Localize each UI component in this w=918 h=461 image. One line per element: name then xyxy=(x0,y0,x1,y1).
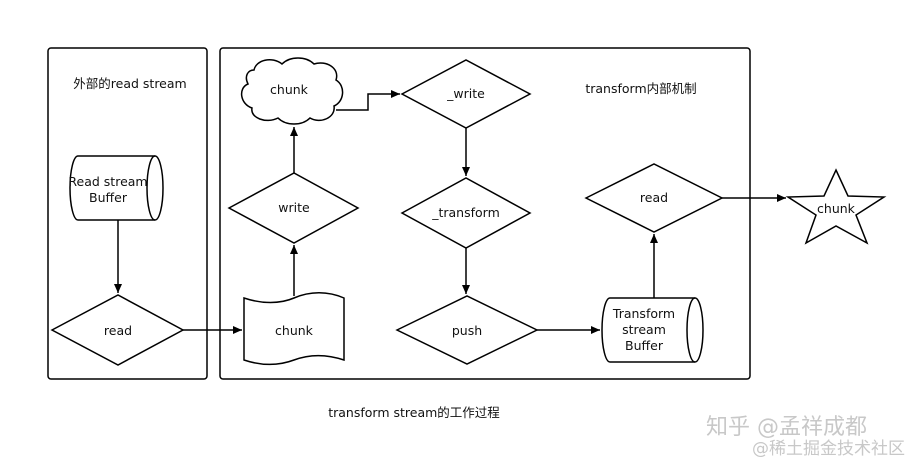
write-node: write xyxy=(227,172,360,244)
watermark-line-2: @稀土掘金技术社区 xyxy=(752,439,905,459)
chunk-star-node: chunk xyxy=(785,168,887,245)
push-label: push xyxy=(452,323,482,338)
left-container-title: 外部的read stream xyxy=(73,76,186,91)
watermark-line-1: 知乎 @孟祥成都 xyxy=(706,415,867,440)
underscore-transform-node: _transform xyxy=(400,177,532,249)
read-left-node: read xyxy=(50,294,185,366)
transform-stream-buffer-node: Transform stream Buffer xyxy=(601,297,704,363)
read-right-label: read xyxy=(640,190,668,205)
chunk-document-node: chunk xyxy=(243,292,345,366)
chunk-star-label: chunk xyxy=(817,201,856,216)
right-container xyxy=(219,47,751,380)
underscore-write-label: _write xyxy=(446,86,485,101)
push-node: push xyxy=(395,295,539,365)
transform-buffer-label-1: Transform xyxy=(612,306,675,321)
read-stream-buffer-node: Read stream Buffer xyxy=(68,155,164,221)
arrow-cloud-to-underscore-write xyxy=(336,90,400,111)
diagram-caption: transform stream的工作过程 xyxy=(328,405,500,420)
right-container-title: transform内部机制 xyxy=(585,81,696,96)
underscore-write-node: _write xyxy=(400,59,532,129)
read-stream-buffer-label-1: Read stream xyxy=(68,174,147,189)
transform-buffer-label-3: Buffer xyxy=(625,338,664,353)
write-label: write xyxy=(278,200,310,215)
chunk-cloud-node: chunk xyxy=(240,57,344,125)
read-stream-buffer-label-2: Buffer xyxy=(89,190,128,205)
read-right-node: read xyxy=(584,163,724,233)
left-container xyxy=(47,47,208,380)
underscore-transform-label: _transform xyxy=(431,205,500,220)
transform-buffer-label-2: stream xyxy=(622,322,666,337)
chunk-cloud-label: chunk xyxy=(270,82,309,97)
read-left-label: read xyxy=(104,323,132,338)
chunk-document-label: chunk xyxy=(275,323,314,338)
